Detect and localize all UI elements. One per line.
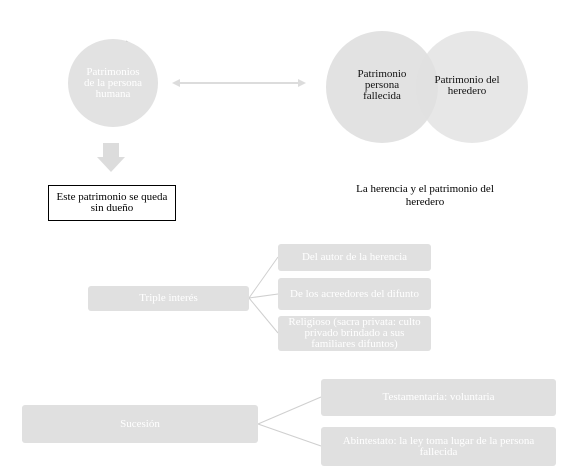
sucesion-label: Sucesión (120, 417, 160, 430)
herencia-caption: La herencia y el patrimonio del heredero (356, 183, 494, 208)
sucesion-branch-lines (257, 396, 322, 447)
down-arrow (97, 143, 125, 172)
patrimonios-persona-humana-label: Patrimonios de la persona humana (83, 65, 143, 100)
sucesion-branch-abintestato-label: Abintestato: la ley toma lugar de la per… (342, 434, 535, 458)
triple-interes-node: Triple interés (88, 286, 249, 311)
sin-dueno-label: Este patrimonio se queda sin dueño (56, 191, 168, 214)
double-arrow (172, 79, 306, 87)
triple-branch-autor: Del autor de la herencia (278, 244, 431, 271)
sucesion-node: Sucesión (22, 405, 258, 443)
sin-dueno-box: Este patrimonio se queda sin dueño (48, 185, 176, 221)
sucesion-branch-abintestato: Abintestato: la ley toma lugar de la per… (321, 427, 556, 466)
triple-branch-religioso-label: Religioso (sacra privata: culto privado … (288, 316, 421, 350)
patrimonios-persona-humana-circle: Patrimonios de la persona humana (68, 39, 158, 127)
patrimonio-fallecida-label: Patrimonio persona fallecida (357, 67, 407, 102)
triple-branch-acreedores: De los acreedores del difunto (278, 278, 431, 310)
patrimonio-heredero-circle: Patrimonio del heredero (416, 31, 528, 143)
patrimonio-heredero-label: Patrimonio del heredero (434, 74, 500, 97)
triple-interes-label: Triple interés (139, 292, 198, 304)
sucesion-branch-testamentaria: Testamentaria: voluntaria (321, 379, 556, 416)
sucesion-branch-testamentaria-label: Testamentaria: voluntaria (382, 391, 495, 403)
triple-branch-religioso: Religioso (sacra privata: culto privado … (278, 316, 431, 351)
triple-branch-acreedores-label: De los acreedores del difunto (290, 287, 419, 300)
triple-branch-lines (248, 256, 279, 334)
triple-branch-autor-label: Del autor de la herencia (301, 251, 408, 263)
